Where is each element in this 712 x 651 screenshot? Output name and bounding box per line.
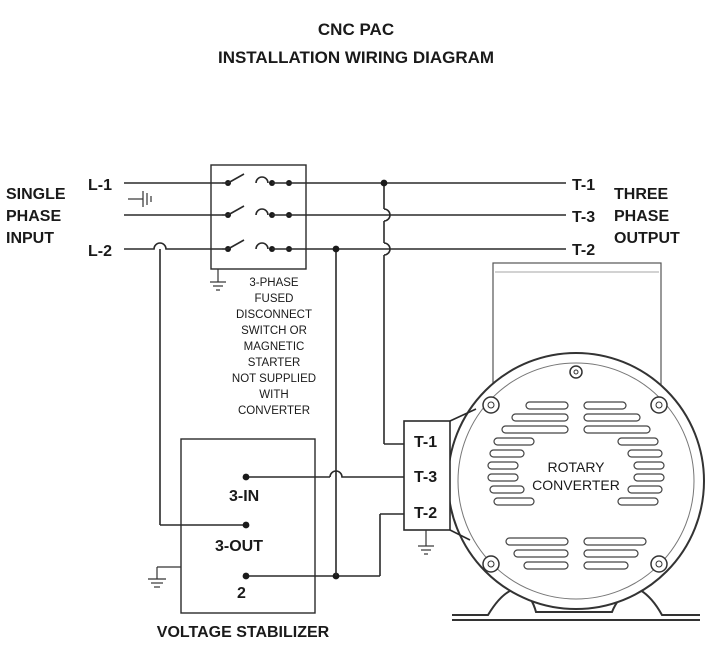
svg-text:FUSED: FUSED [255, 293, 294, 305]
svg-text:NOT SUPPLIED: NOT SUPPLIED [232, 373, 316, 385]
input-label-line-2: PHASE [6, 208, 61, 225]
converter-base [452, 589, 700, 621]
output-label-line-1: THREE [614, 186, 669, 203]
l1-label: L-1 [88, 177, 112, 194]
converter-label-line-2: CONVERTER [532, 477, 620, 493]
converter-t3-label: T-3 [414, 469, 437, 486]
svg-text:WITH: WITH [259, 389, 288, 401]
wire-l2 [124, 242, 566, 250]
converter-label-line-1: ROTARY [547, 459, 605, 475]
output-t3-label: T-3 [572, 209, 595, 226]
converter-t2-label: T-2 [414, 505, 437, 522]
stabilizer-2-label: 2 [237, 585, 246, 602]
switch-note: 3-PHASE FUSED DISCONNECT SWITCH OR MAGNE… [232, 277, 316, 417]
stabilizer-ground-icon [148, 566, 181, 588]
converter-ground-icon [418, 530, 434, 555]
diagram-title: CNC PAC [317, 20, 395, 39]
input-label-line-3: INPUT [6, 230, 54, 247]
converter-t1-label: T-1 [414, 434, 437, 451]
output-label-line-2: PHASE [614, 208, 669, 225]
svg-text:SWITCH OR: SWITCH OR [241, 325, 307, 337]
output-label-line-3: OUTPUT [614, 230, 680, 247]
stabilizer-3out-label: 3-OUT [215, 538, 263, 555]
input-ground-icon [128, 191, 152, 207]
converter-vents [487, 401, 665, 570]
svg-text:DISCONNECT: DISCONNECT [236, 309, 312, 321]
l2-label: L-2 [88, 243, 112, 260]
output-t1-label: T-1 [572, 177, 595, 194]
converter-bolts [482, 365, 668, 573]
svg-text:STARTER: STARTER [248, 357, 301, 369]
voltage-stabilizer-label: VOLTAGE STABILIZER [157, 624, 330, 641]
converter-terminal-box [403, 420, 451, 531]
diagram-subtitle: INSTALLATION WIRING DIAGRAM [217, 48, 495, 67]
switch-ground-icon [210, 269, 226, 291]
svg-text:3-PHASE: 3-PHASE [249, 277, 299, 289]
svg-text:CONVERTER: CONVERTER [238, 405, 310, 417]
stabilizer-3in-label: 3-IN [229, 488, 259, 505]
output-t2-label: T-2 [572, 242, 595, 259]
switch-contacts [222, 173, 300, 257]
input-label-line-1: SINGLE [6, 186, 66, 203]
svg-text:MAGNETIC: MAGNETIC [244, 341, 305, 353]
